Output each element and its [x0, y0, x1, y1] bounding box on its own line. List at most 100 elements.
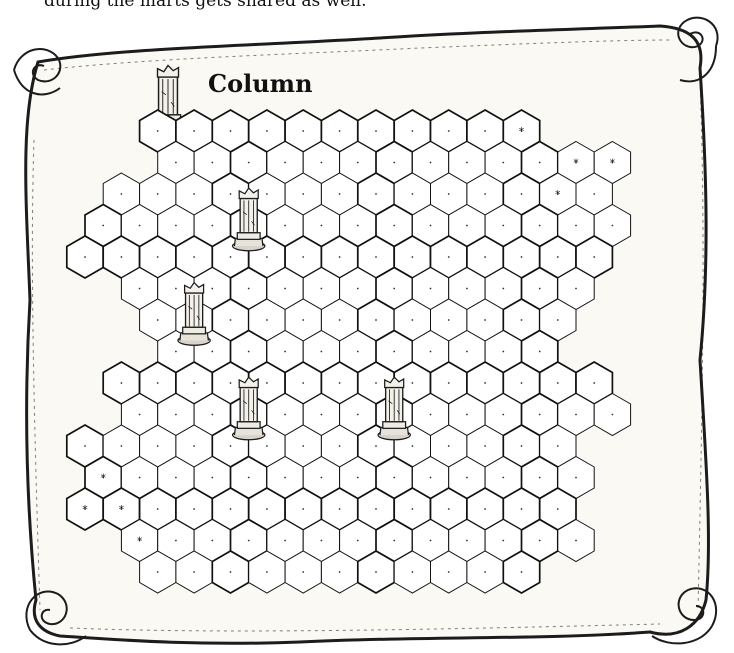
- hex-center-dot: [139, 225, 141, 227]
- hex-center-dot: [484, 382, 486, 384]
- hex-center-dot: [339, 382, 341, 384]
- hex-center-dot: [284, 288, 286, 290]
- hex-center-dot: [430, 351, 432, 353]
- hex-center-dot: [502, 540, 504, 542]
- hex-center-dot: [84, 256, 86, 258]
- hex-center-dot: [575, 288, 577, 290]
- hex-center-dot: [375, 193, 377, 195]
- hex-center-dot: [357, 351, 359, 353]
- hex-center-dot: [193, 571, 195, 573]
- hex-center-dot: [211, 162, 213, 164]
- hex-center-dot: [230, 319, 232, 321]
- hex-center-dot: [612, 225, 614, 227]
- hex-center-dot: [593, 193, 595, 195]
- legend-label: Column: [208, 69, 313, 98]
- hex-center-dot: [412, 445, 414, 447]
- hex-center-dot: [175, 477, 177, 479]
- hex-center-dot: [339, 571, 341, 573]
- hex-center-dot: [521, 382, 523, 384]
- hex-center-dot: [321, 477, 323, 479]
- hex-center-dot: [266, 256, 268, 258]
- star-mark: *: [82, 503, 88, 516]
- hex-center-dot: [484, 508, 486, 510]
- hex-center-dot: [193, 382, 195, 384]
- hex-center-dot: [393, 477, 395, 479]
- hex-center-dot: [321, 540, 323, 542]
- hex-center-dot: [575, 540, 577, 542]
- hex-center-dot: [339, 256, 341, 258]
- hex-center-dot: [539, 414, 541, 416]
- hex-center-dot: [430, 414, 432, 416]
- hex-center-dot: [211, 414, 213, 416]
- hex-center-dot: [484, 571, 486, 573]
- hex-center-dot: [266, 508, 268, 510]
- hex-center-dot: [539, 540, 541, 542]
- hex-center-dot: [412, 256, 414, 258]
- hex-center-dot: [211, 477, 213, 479]
- hex-center-dot: [375, 319, 377, 321]
- hex-center-dot: [139, 414, 141, 416]
- hex-center-dot: [284, 540, 286, 542]
- hex-center-dot: [321, 225, 323, 227]
- hex-center-dot: [393, 351, 395, 353]
- hex-center-dot: [175, 225, 177, 227]
- hex-center-dot: [502, 288, 504, 290]
- hex-center-dot: [175, 351, 177, 353]
- hex-center-dot: [412, 319, 414, 321]
- hex-center-dot: [412, 130, 414, 132]
- hex-center-dot: [502, 225, 504, 227]
- hex-center-dot: [448, 130, 450, 132]
- hex-center-dot: [448, 319, 450, 321]
- hex-center-dot: [375, 508, 377, 510]
- hex-center-dot: [502, 414, 504, 416]
- hex-center-dot: [412, 508, 414, 510]
- hex-center-dot: [339, 193, 341, 195]
- hex-center-dot: [230, 508, 232, 510]
- hex-center-dot: [211, 351, 213, 353]
- hex-center-dot: [230, 445, 232, 447]
- star-mark: *: [555, 188, 561, 201]
- hex-center-dot: [593, 382, 595, 384]
- hex-center-dot: [557, 508, 559, 510]
- hex-center-dot: [412, 193, 414, 195]
- hex-center-dot: [84, 445, 86, 447]
- hex-center-dot: [339, 130, 341, 132]
- hex-center-dot: [466, 162, 468, 164]
- hex-center-dot: [521, 256, 523, 258]
- hex-center-dot: [375, 256, 377, 258]
- hex-center-dot: [430, 477, 432, 479]
- hex-center-dot: [121, 256, 123, 258]
- hex-center-dot: [284, 351, 286, 353]
- hex-center-dot: [466, 351, 468, 353]
- hex-center-dot: [448, 571, 450, 573]
- hex-center-dot: [412, 382, 414, 384]
- hex-center-dot: [266, 193, 268, 195]
- hex-center-dot: [284, 414, 286, 416]
- star-mark: *: [119, 503, 125, 516]
- hex-center-dot: [557, 445, 559, 447]
- hex-center-dot: [193, 193, 195, 195]
- hex-center-dot: [248, 351, 250, 353]
- hex-center-dot: [302, 508, 304, 510]
- hex-center-dot: [612, 414, 614, 416]
- hex-center-dot: [121, 382, 123, 384]
- star-mark: *: [137, 535, 143, 548]
- hex-center-dot: [157, 508, 159, 510]
- hex-center-dot: [248, 162, 250, 164]
- hex-center-dot: [539, 288, 541, 290]
- hex-center-dot: [466, 225, 468, 227]
- hex-center-dot: [157, 256, 159, 258]
- hex-center-dot: [302, 445, 304, 447]
- hex-center-dot: [266, 382, 268, 384]
- hex-center-dot: [175, 288, 177, 290]
- hex-center-dot: [248, 540, 250, 542]
- hex-center-dot: [230, 256, 232, 258]
- hex-center-dot: [139, 288, 141, 290]
- hex-center-dot: [266, 130, 268, 132]
- hex-center-dot: [466, 414, 468, 416]
- hex-center-dot: [393, 225, 395, 227]
- hex-center-dot: [139, 477, 141, 479]
- hex-center-dot: [157, 130, 159, 132]
- hex-center-dot: [284, 162, 286, 164]
- hex-center-dot: [321, 414, 323, 416]
